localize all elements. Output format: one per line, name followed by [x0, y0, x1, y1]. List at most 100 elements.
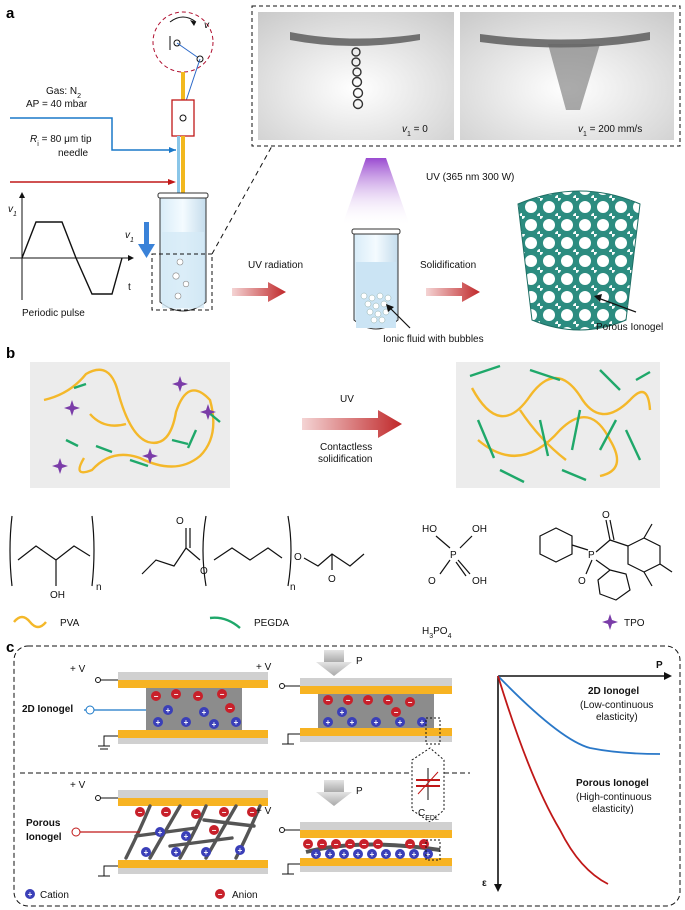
pegda-o-label-3: O: [294, 552, 302, 563]
tube-1-rim: [157, 192, 209, 199]
pva-legend-icon: [13, 615, 47, 629]
cation-sign: +: [370, 850, 375, 859]
cation-sign: +: [158, 828, 163, 837]
gas-label: Gas: N2: [46, 86, 81, 100]
bottom-substrate-1: [118, 738, 268, 744]
terminal-4-icon: [279, 827, 285, 833]
ground-wire-1: [103, 735, 118, 746]
ions-2d-2: −−−−− +− +++++: [323, 695, 427, 727]
cation-legend-label: Cation: [40, 890, 69, 901]
cation-sign: +: [384, 850, 389, 859]
needle-shaft-top: [181, 72, 185, 100]
velocity-arrow-icon: [138, 244, 155, 258]
bubble-chain-left: [351, 47, 364, 110]
top-electrode-1: [118, 680, 268, 688]
tpo-o-label-2: O: [578, 576, 586, 587]
anion-sign: −: [306, 840, 311, 849]
ionogel-2d-pointer-dot: [85, 705, 95, 715]
ionogel-2d-label: 2D Ionogel: [22, 704, 73, 715]
cation-sign: +: [420, 718, 425, 727]
pegda-chains-after: [469, 364, 651, 484]
edl-zoom-box-2: [425, 839, 441, 861]
tip-radius-label: Ri = 80 μm tip: [30, 134, 92, 148]
pva-chains-before: [43, 368, 215, 474]
gas-arrow-icon: [169, 147, 176, 153]
cation-sign: +: [174, 848, 179, 857]
cation-sign: +: [398, 718, 403, 727]
signal-arrow-icon: [168, 179, 176, 185]
ionic-fluid-pointer: [387, 305, 411, 329]
bubble: [176, 258, 184, 266]
top-substrate-2: [300, 678, 452, 686]
tpo-p-label: P: [588, 550, 595, 561]
uv-source-label: UV (365 nm 300 W): [426, 172, 514, 183]
velocity-v1-label: v1: [125, 230, 134, 244]
cation-sign: +: [374, 718, 379, 727]
voltage-label-1: + V: [70, 664, 86, 675]
pressure-label-2: P: [356, 786, 363, 797]
solidification-label: Solidification: [420, 260, 476, 271]
porous-ionogel-block: [517, 190, 641, 331]
anion-sign: −: [228, 704, 233, 713]
anion-sign: −: [222, 808, 227, 817]
pulse-waveform: [21, 221, 123, 295]
curve-2d-desc-2: elasticity): [596, 712, 638, 723]
cation-sign: +: [184, 718, 189, 727]
porous-ionogel-pointer-head-icon: [594, 294, 602, 302]
gas-line: [10, 117, 176, 151]
cation-legend-icon: [25, 889, 35, 899]
pressure-label-1: P: [356, 656, 363, 667]
h3po4-oh-label-2: OH: [472, 576, 487, 587]
anion-sign: −: [348, 840, 353, 849]
bottom-substrate-3: [118, 868, 268, 874]
ap-label: AP = 40 mbar: [26, 99, 88, 110]
bottom-electrode-3: [118, 860, 268, 868]
bottom-electrode-1: [118, 730, 268, 738]
bubble: [174, 292, 182, 300]
anion-sign: −: [154, 692, 159, 701]
bottom-electrode-2: [300, 728, 452, 736]
cation-sign: +: [326, 718, 331, 727]
h3po4-structure: [435, 535, 473, 577]
uv-radiation-arrow-icon: [232, 282, 286, 302]
cation-sign: +: [342, 850, 347, 859]
pegda-n-label: n: [290, 582, 296, 593]
bottom-electrode-4: [300, 858, 452, 866]
pegda-o-label-4: O: [328, 574, 336, 585]
rotation-arrow-icon: [169, 16, 197, 23]
anion-sign: −: [346, 696, 351, 705]
porous-pointer-dot: [71, 827, 81, 837]
anion-legend-label: Anion: [232, 890, 258, 901]
cation-sign: +: [212, 720, 217, 729]
tpo-stars-before: [52, 376, 216, 474]
top-substrate-4: [300, 822, 452, 830]
bubble: [172, 272, 180, 280]
tube-2-bubbles: [360, 292, 392, 324]
anion-sign: −: [376, 840, 381, 849]
bottom-substrate-4: [300, 866, 452, 872]
cedl-label: CEDL: [418, 808, 439, 822]
pegda-chains-before: [65, 382, 221, 468]
h3po4-legend-label: H3PO4: [422, 626, 452, 640]
pva-oh-label: OH: [50, 590, 65, 601]
cation-sign: +: [234, 718, 239, 727]
tpo-legend-icon: [602, 614, 618, 630]
pegda-legend-icon: [209, 616, 241, 629]
panel-letter-b: b: [6, 345, 15, 362]
cation-sign: +: [238, 846, 243, 855]
graph-p-label: P: [656, 660, 663, 671]
terminal-1-icon: [95, 677, 101, 683]
contactless-label-2: solidification: [318, 454, 372, 465]
anion-sign: −: [366, 696, 371, 705]
cation-sign: +: [166, 706, 171, 715]
curve-porous-desc: (High-continuous: [576, 792, 652, 803]
cation-sign: +: [204, 848, 209, 857]
ground-wire-3: [103, 865, 118, 876]
contactless-label-1: Contactless: [320, 442, 372, 453]
anion-sign: −: [220, 690, 225, 699]
ions-porous-1: −−−−− +−+ ++++: [135, 807, 257, 857]
gas-line-blue: [177, 136, 180, 246]
terminal-3-icon: [95, 795, 101, 801]
graph-eps-label: ε: [482, 878, 487, 889]
